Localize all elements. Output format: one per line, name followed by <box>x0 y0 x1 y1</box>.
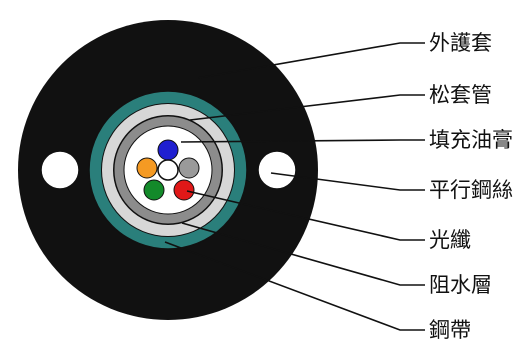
leader-outer-jacket <box>197 42 425 79</box>
label-loose-tube: 松套管 <box>429 83 492 107</box>
label-optical-fiber: 光纖 <box>429 228 471 252</box>
leader-water-blocking-layer <box>181 222 425 286</box>
label-outer-jacket: 外護套 <box>429 31 492 55</box>
fiber-red <box>173 179 195 201</box>
leader-optical-fiber <box>186 190 425 241</box>
leader-parallel-steel-wire <box>270 172 425 191</box>
label-steel-tape: 鋼帶 <box>429 318 471 342</box>
parallel-steel-wire-right <box>257 150 297 190</box>
label-filling-gel: 填充油膏 <box>429 128 513 152</box>
label-parallel-steel-wire: 平行鋼絲 <box>429 178 513 202</box>
fiber-green <box>143 179 165 201</box>
fiber-white <box>157 159 179 181</box>
leader-filling-gel <box>180 139 425 143</box>
leader-loose-tube <box>189 94 425 121</box>
label-water-blocking-layer: 阻水層 <box>429 273 492 297</box>
cable-cross-section <box>18 20 318 320</box>
leader-lines <box>164 42 425 331</box>
fiber-gray <box>178 157 200 179</box>
parallel-steel-wire-left <box>40 150 80 190</box>
labels: 外護套 松套管 填充油膏 平行鋼絲 光纖 阻水層 鋼帶 <box>429 31 513 342</box>
fiber-orange <box>136 157 158 179</box>
fiber-blue <box>157 139 179 161</box>
leader-steel-tape <box>164 241 425 331</box>
